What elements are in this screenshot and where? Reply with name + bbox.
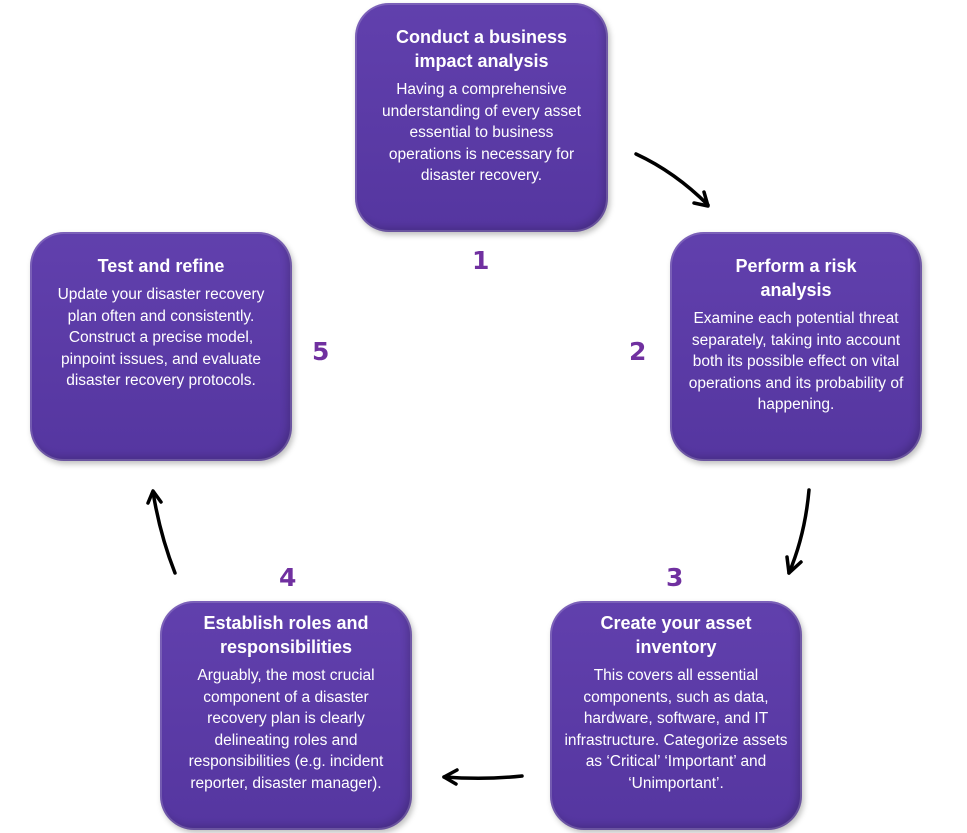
step-title: Conduct a business impact analysis <box>395 27 568 71</box>
step-body: Update your disaster recovery plan often… <box>57 286 265 389</box>
curved-arrow-icon <box>146 489 177 575</box>
step-title: Establish roles and responsibilities <box>203 613 369 657</box>
step-card-4: Establish roles and responsibilities Arg… <box>160 601 412 830</box>
step-number-4: 4 <box>279 563 297 592</box>
curved-arrow-icon <box>442 768 524 786</box>
step-card-1: Conduct a business impact analysis Havin… <box>355 3 608 232</box>
step-number-5: 5 <box>312 337 330 366</box>
step-number-3: 3 <box>666 563 684 592</box>
step-card-3: Create your asset inventory This covers … <box>550 601 802 830</box>
step-body: Arguably, the most crucial component of … <box>188 667 384 792</box>
step-card-2: Perform a risk analysis Examine each pot… <box>670 232 922 461</box>
step-body: Having a comprehensive understanding of … <box>381 81 582 184</box>
step-body: Examine each potential threat separately… <box>688 310 904 413</box>
step-title: Perform a risk analysis <box>735 256 857 300</box>
step-body: This covers all essential components, su… <box>564 667 788 792</box>
step-title: Test and refine <box>97 256 225 276</box>
curved-arrow-icon <box>634 152 710 208</box>
step-card-5: Test and refine Update your disaster rec… <box>30 232 292 461</box>
step-number-2: 2 <box>629 337 647 366</box>
step-title: Create your asset inventory <box>600 613 752 657</box>
step-number-1: 1 <box>472 246 490 275</box>
curved-arrow-icon <box>785 488 811 575</box>
